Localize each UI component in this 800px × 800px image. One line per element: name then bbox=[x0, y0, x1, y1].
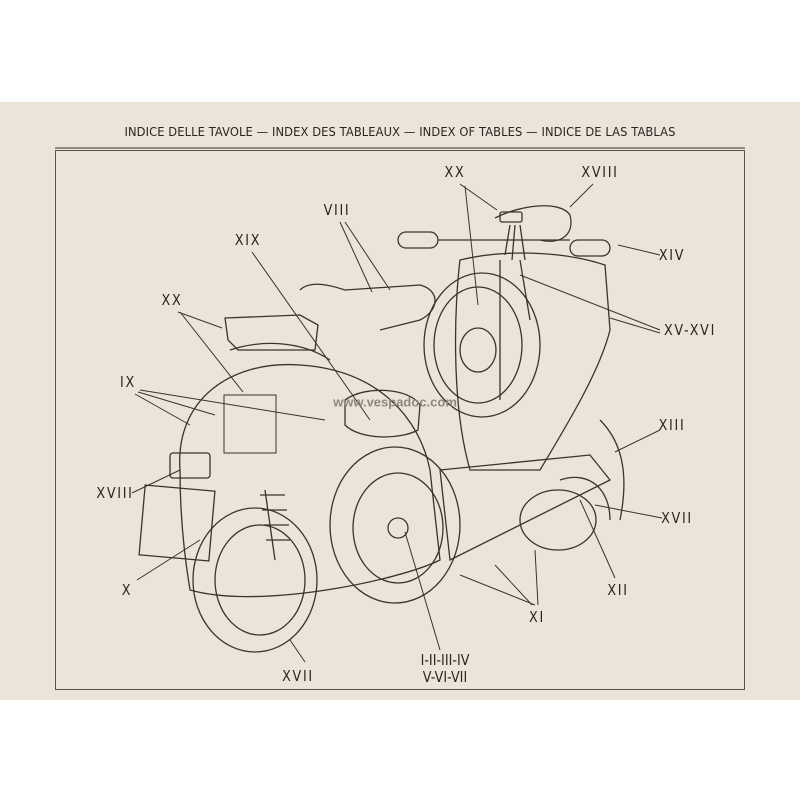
label-xviii-top: XVIII bbox=[581, 163, 619, 181]
leader-lines bbox=[131, 183, 663, 663]
label-xix: XIX bbox=[234, 231, 262, 249]
rear-wheel bbox=[192, 507, 318, 653]
engine-flywheel bbox=[329, 389, 461, 604]
handlebar bbox=[397, 205, 611, 400]
label-xvii-bottom: XVII bbox=[282, 667, 314, 685]
front-wheel bbox=[519, 489, 597, 551]
rear-placard bbox=[223, 394, 277, 454]
label-xv-xvi: XV-XVI bbox=[663, 321, 717, 339]
floorboard bbox=[439, 454, 612, 561]
label-engine-2: V-VI-VII bbox=[422, 668, 468, 686]
seat bbox=[224, 283, 436, 351]
label-xvii-right: XVII bbox=[661, 509, 693, 527]
label-xiv: XIV bbox=[658, 246, 686, 264]
label-xx-top: XX bbox=[444, 163, 466, 181]
leg-shield bbox=[454, 252, 611, 471]
label-xviii-left: XVIII bbox=[96, 484, 134, 502]
label-xi: XI bbox=[529, 608, 545, 626]
rear-shock bbox=[260, 489, 290, 561]
rear-body-contour bbox=[229, 342, 331, 361]
rear-body bbox=[179, 363, 441, 598]
label-xiii: XIII bbox=[658, 416, 686, 434]
spare-wheel bbox=[423, 272, 541, 418]
page-header: INDICE DELLE TAVOLE — INDEX DES TABLEAUX… bbox=[124, 124, 676, 139]
watermark: www.vespadoc.com bbox=[333, 394, 457, 410]
label-xii: XII bbox=[607, 581, 629, 599]
label-viii: VIII bbox=[323, 201, 351, 219]
label-ix: IX bbox=[120, 373, 136, 391]
diagram-frame bbox=[55, 150, 745, 690]
label-x: X bbox=[121, 581, 133, 599]
document-page bbox=[0, 102, 800, 700]
label-xx-left: XX bbox=[161, 291, 183, 309]
tail-light bbox=[169, 452, 211, 479]
license-plate bbox=[138, 484, 216, 562]
label-engine-1: I-II-III-IV bbox=[420, 651, 470, 669]
front-fork bbox=[559, 419, 625, 521]
